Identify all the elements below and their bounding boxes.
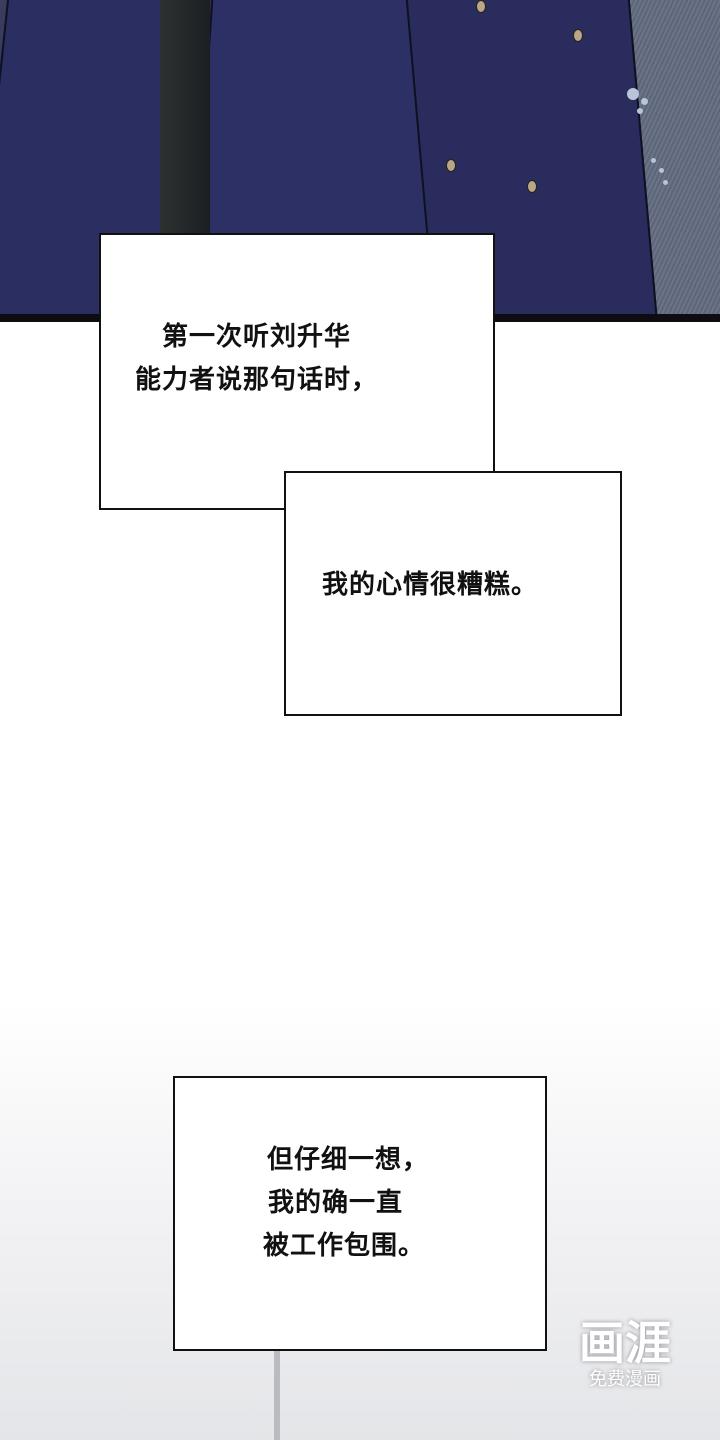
watermark-subtitle: 免费漫画 <box>589 1369 661 1390</box>
coat-button <box>527 180 537 193</box>
caption-1-line-1: 第一次听刘升华 <box>162 322 352 352</box>
caption-2-line-1: 我的心情很糟糕。 <box>322 570 539 600</box>
watermark: 画涯 免费漫画 <box>566 1318 684 1392</box>
background-pole <box>274 1350 280 1440</box>
coat-button <box>573 29 583 42</box>
paint-splash <box>637 108 643 114</box>
caption-box-1 <box>99 233 495 510</box>
caption-1-line-2: 能力者说那句话时， <box>135 365 379 395</box>
caption-3-line-2: 我的确一直 <box>268 1188 404 1218</box>
caption-3-line-1: 但仔细一想， <box>267 1145 430 1175</box>
paint-splash <box>627 88 639 100</box>
caption-box-joint <box>286 473 493 512</box>
watermark-logo: 画涯 <box>579 1316 671 1370</box>
coat-button <box>476 0 486 13</box>
paint-splash <box>659 168 664 173</box>
paint-splash <box>641 98 648 105</box>
caption-box-3 <box>173 1076 547 1351</box>
coat-button <box>446 159 456 172</box>
paint-splash <box>651 158 656 163</box>
paint-splash <box>663 180 668 185</box>
caption-3-line-3: 被工作包围。 <box>263 1231 426 1261</box>
